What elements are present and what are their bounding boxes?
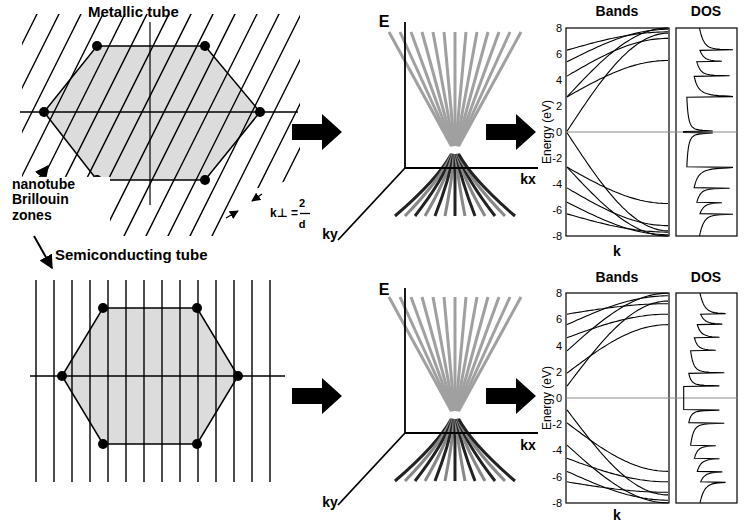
- band-curve: [567, 188, 668, 226]
- panel-label: nanotube Brillouin zones: [10, 177, 110, 223]
- tick-label: 4: [556, 340, 562, 352]
- spacing-label: k⊥ =: [268, 207, 300, 220]
- tick-label: -8: [552, 230, 562, 242]
- tick-label: DOS: [691, 270, 721, 285]
- tick-label: -6: [552, 471, 562, 483]
- conduction-cone: [457, 297, 499, 411]
- dos-curve: [684, 293, 726, 503]
- band-curve: [567, 29, 668, 62]
- spacing-label: 2: [297, 197, 307, 209]
- tick-label: 6: [556, 48, 562, 60]
- panel-label: Bands: [596, 4, 639, 19]
- band-curve: [567, 167, 668, 236]
- tick-label: 4: [556, 74, 562, 86]
- valence-cone: [445, 154, 454, 216]
- conduction-cone: [444, 297, 454, 411]
- panel-label: kx: [520, 438, 536, 453]
- cutting-line: [254, 0, 374, 240]
- cutting-line: [89, 280, 90, 482]
- band-curve: [567, 482, 668, 493]
- cutting-line: [269, 280, 270, 482]
- cutting-line: [144, 0, 264, 240]
- conduction-cone: [459, 297, 521, 411]
- cutting-line: [298, 0, 418, 240]
- cutting-line: [71, 280, 72, 482]
- band-curve: [567, 293, 668, 351]
- conduction-cone: [433, 32, 454, 146]
- conduction-cone: [433, 297, 454, 411]
- tick-label: k: [613, 244, 621, 259]
- cutting-line: [188, 0, 308, 240]
- spacing-label: d: [297, 218, 308, 230]
- cutting-line: [35, 280, 36, 482]
- conduction-cone: [459, 32, 521, 146]
- valence-cone: [435, 419, 454, 481]
- cutting-line: [166, 0, 286, 240]
- dos-curve: [684, 28, 733, 236]
- conduction-cone: [457, 32, 499, 146]
- conduction-cone: [458, 32, 510, 146]
- cutting-line: [161, 280, 162, 482]
- cutting-line: [215, 280, 216, 482]
- band-curve: [567, 61, 668, 97]
- panel-label: E: [379, 281, 390, 299]
- panel-label: Semiconducting tube: [55, 247, 208, 264]
- cutting-line: [125, 280, 126, 482]
- tick-label: 2: [556, 100, 562, 112]
- band-curve: [567, 38, 668, 76]
- panel-label: ky: [322, 227, 338, 242]
- tick-label: 2: [556, 366, 562, 378]
- tick-label: -2: [552, 418, 562, 430]
- band-curve: [567, 410, 668, 495]
- tick-label: Bands: [596, 270, 639, 285]
- valence-cone: [445, 419, 454, 481]
- tick-label: 8: [556, 287, 562, 299]
- cutting-line: [53, 280, 54, 482]
- panel-label: k: [613, 508, 621, 523]
- band-curve: [567, 445, 668, 503]
- tick-label: 0: [556, 392, 562, 404]
- tick-label: -6: [552, 204, 562, 216]
- cutting-line: [342, 0, 462, 240]
- valence-cone: [435, 154, 454, 216]
- tick-label: 8: [556, 22, 562, 34]
- cutting-line: [107, 280, 108, 482]
- band-curve: [567, 301, 668, 386]
- conduction-cone: [458, 297, 510, 411]
- valence-cone: [459, 419, 515, 481]
- panel-label: ky: [322, 495, 338, 510]
- band-curve: [567, 471, 668, 500]
- cutting-line: [122, 0, 242, 240]
- panel-label: kx: [520, 172, 536, 187]
- tick-label: 0: [556, 126, 562, 138]
- cutting-line: [233, 280, 234, 482]
- cutting-line: [143, 280, 144, 482]
- tick-label: -4: [552, 444, 562, 456]
- band-curve: [567, 214, 668, 232]
- cutting-line: [251, 280, 252, 482]
- band-curve: [567, 28, 668, 97]
- tick-label: 6: [556, 313, 562, 325]
- tick-label: -2: [552, 152, 562, 164]
- cutting-line: [100, 0, 220, 240]
- valence-cone: [459, 154, 515, 216]
- panel-label: DOS: [691, 4, 721, 19]
- panel-label: E: [379, 13, 390, 31]
- band-curve: [567, 304, 668, 315]
- cutting-line: [232, 0, 352, 240]
- band-curve: [567, 202, 668, 235]
- cutting-line: [179, 280, 180, 482]
- band-curve: [567, 32, 668, 50]
- conduction-cone: [444, 32, 454, 146]
- tick-label: -4: [552, 178, 562, 190]
- band-curve: [567, 167, 668, 203]
- tick-label: -8: [552, 497, 562, 509]
- band-curve: [567, 296, 668, 325]
- cutting-line: [276, 0, 396, 240]
- panel-label: Metallic tube: [88, 4, 179, 21]
- cutting-line: [210, 0, 330, 240]
